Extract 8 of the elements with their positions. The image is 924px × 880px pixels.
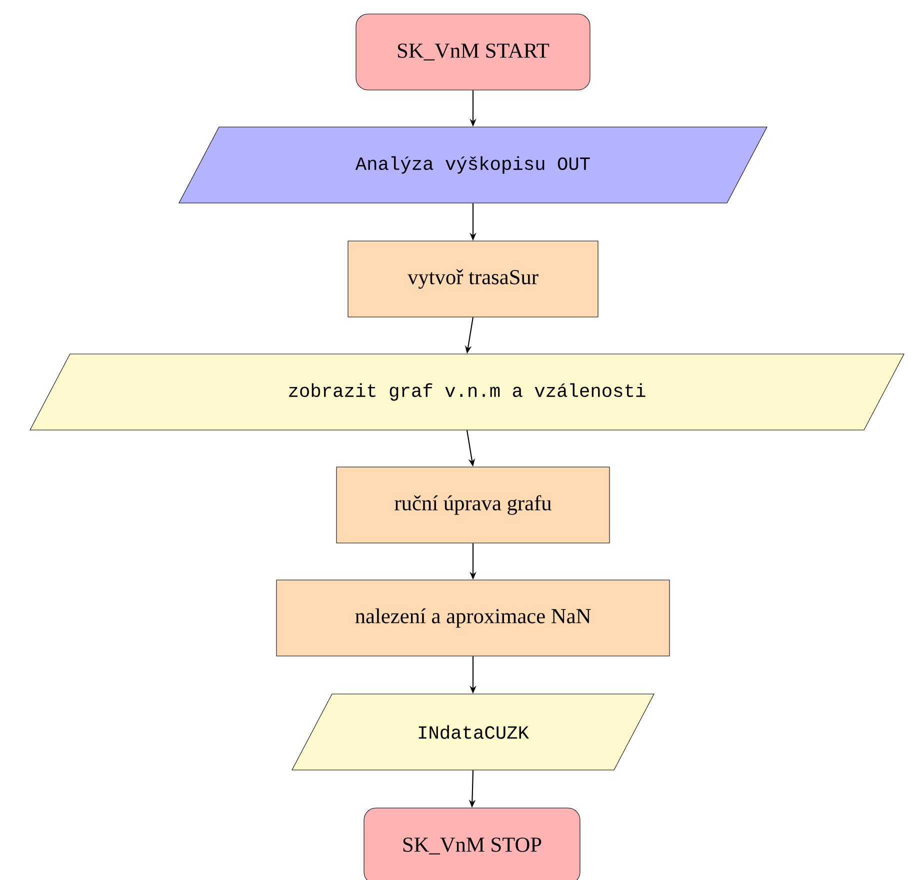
data-parallelogram: Analýza výškopisu OUT [178,126,768,204]
process-box: ruční úprava grafu [336,466,610,544]
data-parallelogram: zobrazit graf v.n.m a vzálenosti [30,354,904,430]
terminal-box: SK_VnM START [356,14,590,90]
terminal-box: SK_VnM STOP [364,808,580,880]
data-parallelogram: INdataCUZK [292,694,654,770]
process-box: nalezení a aproximace NaN [276,580,670,656]
process-box: vytvoř trasaSur [348,240,598,318]
